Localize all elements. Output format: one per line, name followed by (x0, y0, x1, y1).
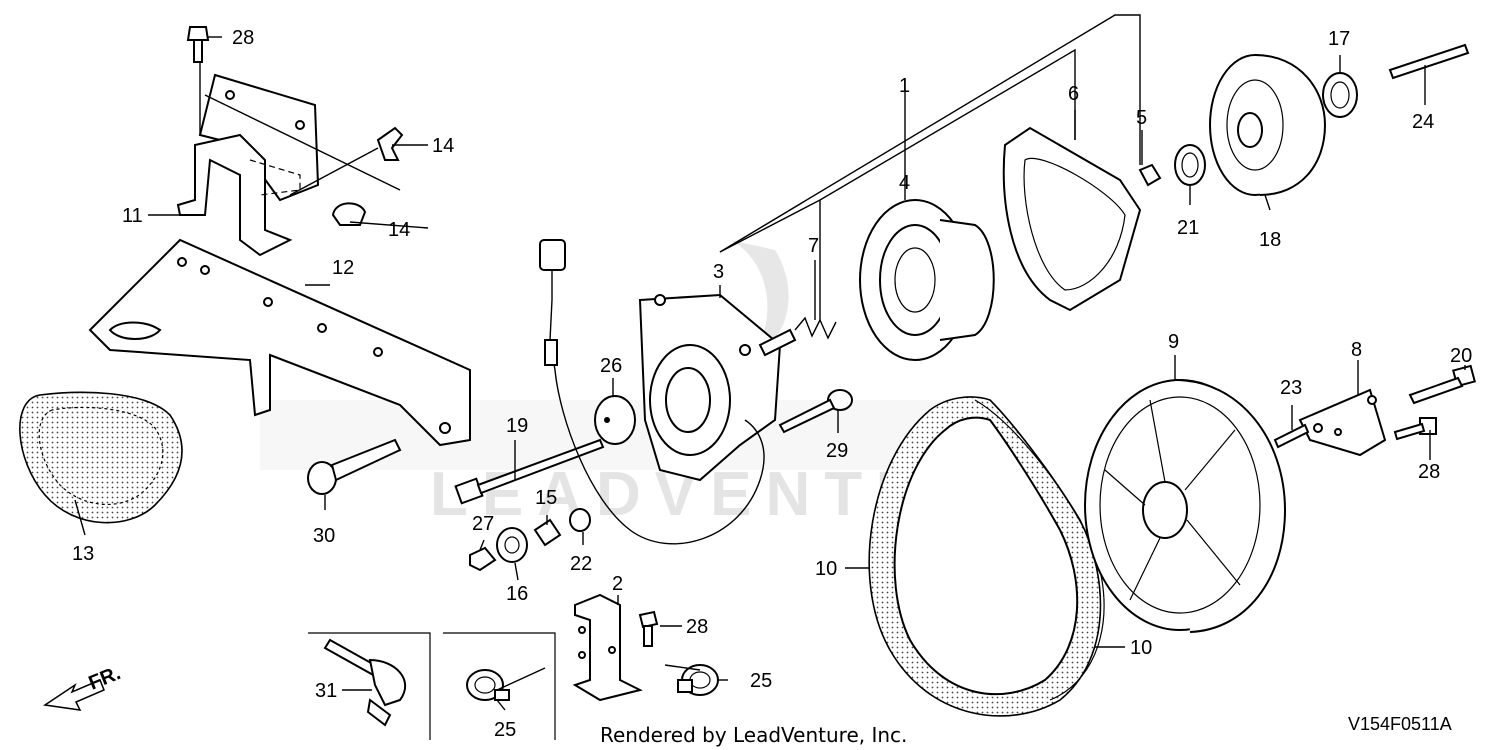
spacer-22[interactable] (569, 508, 591, 532)
v-belt-10[interactable] (868, 396, 1105, 717)
callout-1: 1 (899, 75, 910, 97)
callout-3: 3 (713, 261, 724, 283)
callout-25-right: 25 (750, 670, 772, 692)
callout-31: 31 (315, 680, 337, 702)
wire-clip-31[interactable] (323, 638, 407, 727)
toothed-belt-13[interactable] (19, 391, 183, 524)
nut-5[interactable] (1138, 163, 1162, 187)
grommet-16[interactable] (496, 527, 528, 563)
bolt-29[interactable] (778, 389, 853, 434)
callout-28-right: 28 (1418, 461, 1440, 483)
pin-24[interactable] (1388, 43, 1470, 80)
callout-30: 30 (313, 525, 335, 547)
pin-23[interactable] (1273, 423, 1310, 449)
washer-21[interactable] (1174, 144, 1206, 186)
callout-6: 6 (1068, 83, 1079, 105)
callout-11: 11 (122, 205, 143, 227)
callout-21: 21 (1177, 217, 1199, 239)
callout-27: 27 (472, 513, 494, 535)
callout-25-left: 25 (494, 719, 516, 741)
direction-label: FR. (86, 662, 124, 694)
pulley-18[interactable] (1209, 54, 1327, 196)
clamp-25-right[interactable] (677, 664, 719, 696)
wheel-pulley-9[interactable] (1084, 379, 1287, 633)
callout-19: 19 (506, 415, 528, 437)
washer-17[interactable] (1322, 72, 1358, 118)
inset-frame-left (308, 632, 431, 740)
clutch-plate-3[interactable] (638, 293, 782, 482)
bolt-28-right[interactable] (1393, 417, 1437, 441)
clamp-25-left[interactable] (466, 669, 510, 701)
callout-12: 12 (332, 257, 354, 279)
callout-8: 8 (1351, 339, 1362, 361)
inset-frame-right (443, 632, 556, 740)
washer-26[interactable] (594, 395, 636, 445)
callout-24: 24 (1412, 111, 1434, 133)
callout-29: 29 (826, 440, 848, 462)
nut-27[interactable] (469, 546, 497, 572)
callout-labels: 28 14 14 11 12 13 30 19 15 22 27 16 26 3… (72, 27, 1472, 741)
callout-26: 26 (600, 355, 622, 377)
bracket-12[interactable] (88, 238, 471, 447)
bolt-19[interactable] (454, 438, 605, 505)
callout-17: 17 (1328, 28, 1350, 50)
collar-15[interactable] (533, 518, 562, 547)
credit-text: Rendered by LeadVenture, Inc. (600, 723, 907, 747)
clip-14-upper[interactable] (376, 126, 404, 161)
callout-4: 4 (899, 172, 910, 194)
leader-lines (74, 14, 1466, 711)
cover-6[interactable] (1002, 126, 1142, 312)
callout-5: 5 (1136, 107, 1147, 129)
callout-22: 22 (570, 553, 592, 575)
callout-15: 15 (535, 487, 557, 509)
bolt-20[interactable] (1408, 364, 1476, 405)
callout-18: 18 (1259, 229, 1281, 251)
callout-9: 9 (1168, 331, 1179, 353)
callout-23: 23 (1280, 377, 1302, 399)
callout-20: 20 (1450, 345, 1472, 367)
callout-10-left: 10 (815, 558, 837, 580)
diagram-code: V154F0511A (1348, 714, 1452, 734)
bolt-30[interactable] (307, 438, 402, 495)
bracket-11[interactable] (176, 73, 320, 257)
bolt-28-bottom[interactable] (638, 610, 659, 647)
callout-28-bottom: 28 (686, 616, 708, 638)
bracket-2[interactable] (572, 593, 643, 702)
spring-7[interactable] (758, 316, 837, 357)
callout-13: 13 (72, 543, 94, 565)
callout-7: 7 (808, 235, 819, 257)
clip-14-lower[interactable] (331, 202, 367, 226)
callout-10-right: 10 (1130, 637, 1152, 659)
wire-harness[interactable] (539, 239, 765, 545)
bolt-28-top[interactable] (186, 26, 210, 63)
callout-28-top: 28 (232, 27, 254, 49)
front-direction-arrow-icon (42, 679, 105, 711)
callout-14-lower: 14 (388, 219, 410, 241)
callout-16: 16 (506, 583, 528, 605)
callout-2: 2 (612, 573, 623, 595)
housing-4[interactable] (859, 199, 995, 361)
callout-14-upper: 14 (432, 135, 454, 157)
plate-8[interactable] (1298, 388, 1387, 457)
